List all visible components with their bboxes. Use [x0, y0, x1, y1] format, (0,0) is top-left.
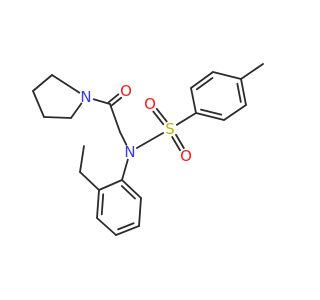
bond-ethyl-c1-c2: [79, 145, 85, 173]
bond-tolyl-6-1-inner: [200, 108, 223, 116]
bond-tolyl-4-5-inner: [236, 82, 242, 103]
bond-aryl-2-3-inner: [100, 193, 105, 216]
bond-aryl-1-2: [98, 179, 123, 191]
atom-label-layer: N O N S O O: [80, 82, 192, 165]
bond-n-s: [136, 132, 164, 149]
bond-tolyl-3-4: [212, 71, 242, 80]
bond-aryl-6-1: [121, 179, 142, 199]
bond-aryl-2-3: [96, 189, 100, 219]
bond-s-o-top-b: [155, 107, 168, 123]
bond-carbonyl-double-a: [107, 93, 120, 104]
bond-tolyl-2-3-inner: [195, 77, 214, 91]
bond-s-tolyl: [175, 112, 197, 126]
atom-label-n-sulfonamide: N: [124, 143, 135, 161]
structure-canvas: N O N S O O: [32, 63, 264, 236]
atom-label-o-sulfonyl-bottom: O: [180, 147, 192, 165]
bond-tolyl-5-6: [223, 104, 247, 121]
atom-label-n-pyrrolidine: N: [80, 88, 91, 106]
bond-n-aryl: [121, 158, 129, 181]
bond-n-carbonyl-c: [92, 98, 111, 105]
bond-pyrrolidine-n-c1: [51, 74, 81, 94]
atom-label-o-sulfonyl-top: O: [144, 95, 156, 113]
atom-label-o-carbonyl: O: [120, 82, 132, 100]
bond-aryl-4-5-inner: [117, 222, 135, 231]
atom-label-s-sulfonyl: S: [165, 120, 175, 138]
bond-aryl-5-6: [138, 197, 142, 227]
bond-s-o-bottom-b: [171, 136, 181, 152]
bond-tolyl-4-5: [240, 78, 247, 106]
bond-aryl-6-1-inner: [120, 185, 136, 200]
bond-aryl-3-4: [96, 217, 117, 236]
bond-pyrrolidine-c2-c3: [32, 90, 45, 118]
bond-tolyl-2-3: [190, 71, 214, 89]
bond-carbonyl-double-b: [110, 96, 123, 107]
bond-aryl-ethyl-c1: [79, 171, 100, 191]
bond-ch2-n: [119, 131, 128, 146]
bond-s-o-bottom-a: [175, 133, 185, 149]
bond-tolyl-1-2: [190, 87, 197, 114]
bond-carbonyl-c-ch2: [109, 103, 121, 133]
bond-tolyl-6-1: [195, 112, 225, 121]
molecule-structure: N O N S O O: [32, 63, 264, 236]
bond-pyrrolidine-c4-n: [70, 102, 83, 119]
bond-layer: [32, 63, 264, 236]
bond-aryl-4-5: [115, 225, 140, 236]
bond-tolyl-methyl: [240, 63, 264, 80]
bond-pyrrolidine-c3-c4: [43, 116, 72, 119]
bond-s-o-top-a: [152, 110, 165, 126]
bond-pyrrolidine-c1-c2: [32, 74, 53, 92]
